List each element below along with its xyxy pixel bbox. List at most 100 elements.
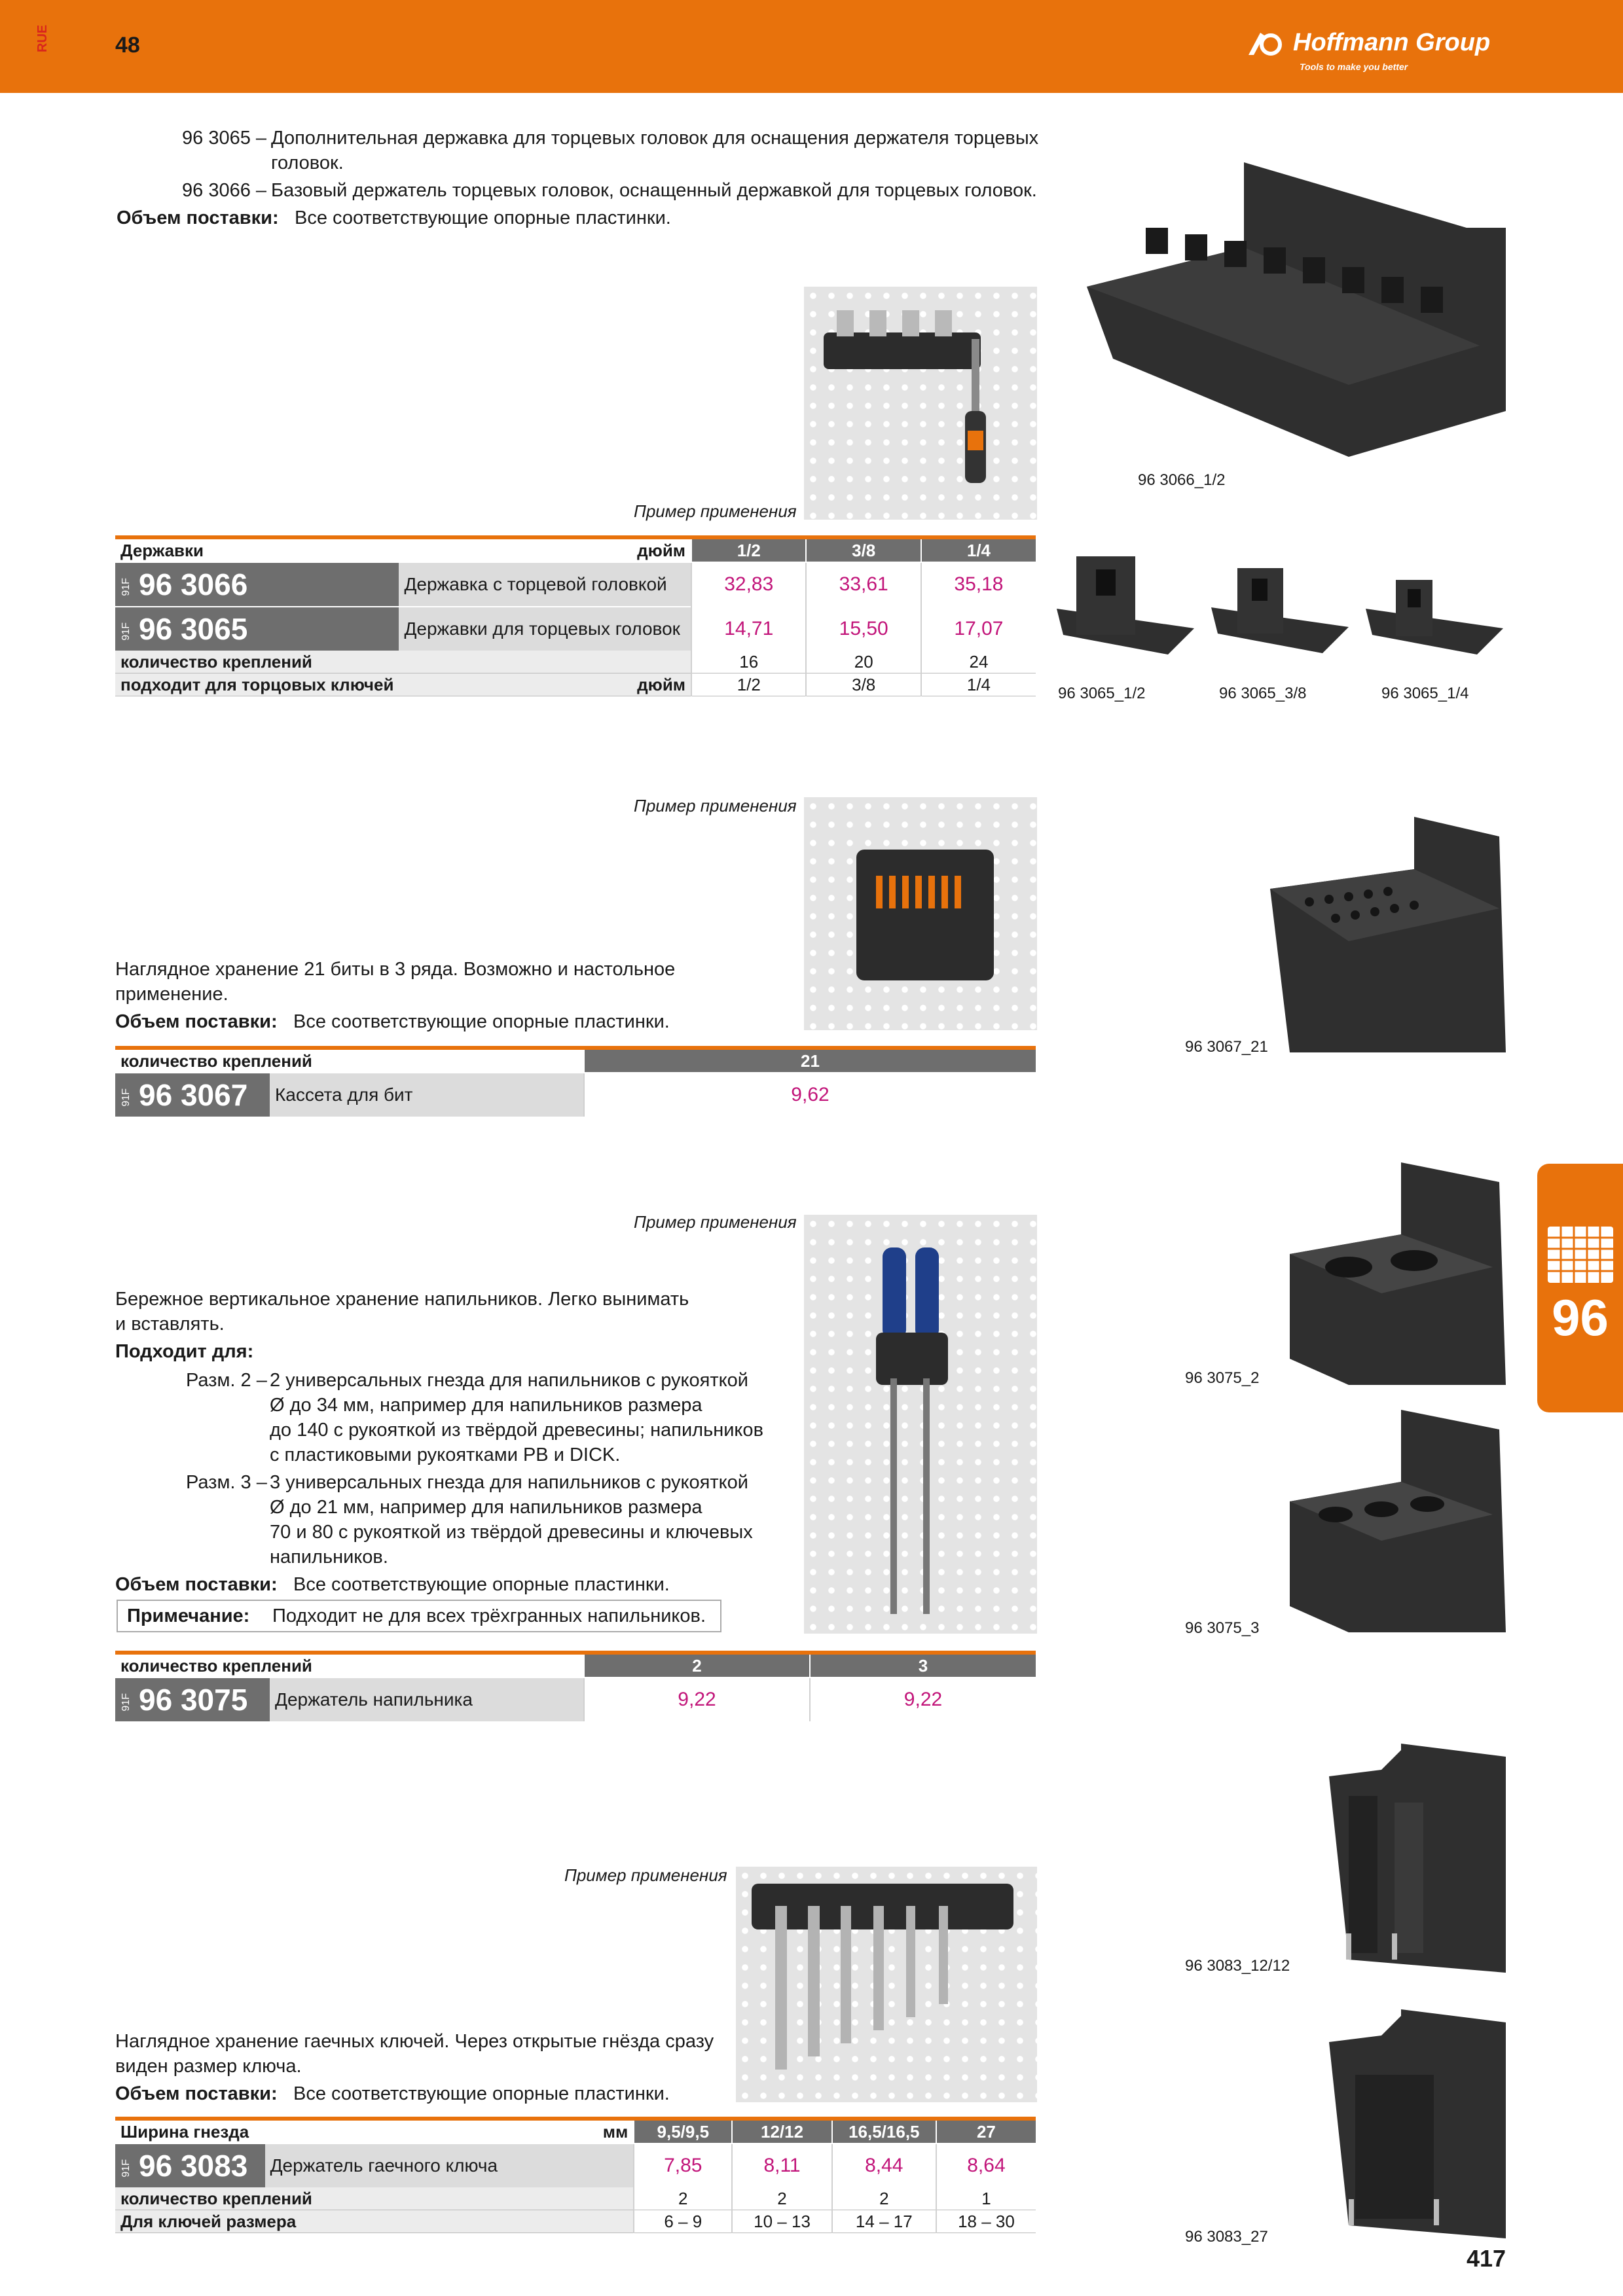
page-number-bottom: 417 (1467, 2245, 1506, 2272)
price-cell[interactable]: 8,64 (935, 2143, 1036, 2187)
s3-size3-label: Разм. 3 – (186, 1472, 267, 1493)
header-bar (0, 0, 1623, 93)
brand-logo[interactable]: Hoffmann Group Tools to make you better (1247, 29, 1490, 72)
s4-delivery-label: Объем поставки: (115, 2083, 278, 2104)
s2-img-code: 96 3067_21 (1185, 1038, 1268, 1056)
price-cell[interactable]: 9,62 (583, 1072, 1036, 1117)
article-number: 96 3083 (139, 2149, 248, 2183)
s3-size3-line-4: напильников. (270, 1547, 388, 1568)
price-cell[interactable]: 17,07 (920, 606, 1036, 651)
s3-size3-line-3: 70 и 80 с рукояткой из твёрдой древесины… (270, 1522, 753, 1543)
s1-example-caption: Пример применения (634, 501, 797, 521)
article-number-cell[interactable]: 91F 96 3075 (115, 1677, 270, 1721)
article-tag: 91F (120, 1088, 132, 1107)
sub-row-value: 2 (633, 2187, 733, 2210)
sub-row-value: 16 (691, 651, 807, 673)
s3-size2-line-2: Ø до 34 мм, например для напильников раз… (270, 1395, 702, 1416)
s1-application-photo (804, 287, 1037, 520)
s3-size3-line-2: Ø до 21 мм, например для напильников раз… (270, 1497, 702, 1518)
s4-img-code-2: 96 3083_27 (1185, 2228, 1268, 2246)
price-cell[interactable]: 15,50 (805, 606, 921, 651)
socket-holder-photo-icon (824, 310, 986, 483)
price-cell[interactable]: 7,85 (633, 2143, 733, 2187)
s3-size2-line-1: 2 универсальных гнезда для напильников с… (270, 1370, 748, 1391)
price-cell[interactable]: 14,71 (691, 606, 807, 651)
s1-delivery-text: Все соответствующие опорные пластинки. (295, 207, 671, 228)
s1-img-code-2: 96 3065_3/8 (1219, 685, 1307, 702)
s2-col-1: 21 (583, 1046, 1036, 1073)
bit-cassette-photo-icon (856, 850, 994, 980)
s3-text-2: и вставлять. (115, 1314, 225, 1335)
price-cell[interactable]: 9,22 (583, 1677, 810, 1721)
s3-fits-label: Подходит для: (115, 1341, 254, 1362)
s4-price-table: Ширина гнезда мм 9,5/9,5 12/12 16,5/16,5… (115, 2117, 1036, 2233)
socket-holder-3-8-icon (1211, 568, 1349, 653)
s3-img-code-1: 96 3075_2 (1185, 1369, 1260, 1387)
sub-row-value: 1 (935, 2187, 1036, 2210)
page-number-top: 48 (115, 33, 140, 58)
price-cell[interactable]: 35,18 (920, 562, 1036, 607)
article-tag: 91F (120, 1693, 132, 1712)
sub-row-value: 20 (805, 651, 921, 673)
s3-example-caption: Пример применения (634, 1212, 797, 1232)
chapter-tab[interactable]: 96 (1537, 1164, 1623, 1412)
s4-col-4: 27 (935, 2117, 1036, 2144)
price-cell[interactable]: 33,61 (805, 562, 921, 607)
sub-row-value: 1/4 (920, 673, 1036, 696)
file-holder-photo-icon (876, 1247, 948, 1614)
s1-line1-text: Дополнительная державка для торцевых гол… (271, 128, 1039, 149)
sub-row-label: количество креплений (115, 651, 692, 673)
price-cell[interactable]: 32,83 (691, 562, 807, 607)
s3-size2-label: Разм. 2 – (186, 1370, 267, 1391)
article-number: 96 3066 (139, 567, 248, 601)
s1-img-code-3: 96 3065_1/4 (1381, 685, 1469, 702)
s1-main-img-code: 96 3066_1/2 (1138, 471, 1226, 489)
s4-text-2: виден размер ключа. (115, 2056, 302, 2077)
s2-application-photo (804, 797, 1037, 1030)
s3-note-label: Примечание: (127, 1605, 250, 1626)
article-number: 96 3067 (139, 1078, 248, 1112)
brand-tagline: Tools to make you better (1300, 62, 1408, 72)
socket-rail-96-3066-icon (1087, 162, 1506, 457)
s2-table-header-label: количество креплений (115, 1046, 584, 1073)
socket-holder-1-2-icon (1057, 556, 1194, 655)
sub-row-unit: дюйм (399, 673, 692, 696)
s3-note-text: Подходит не для всех трёхгранных напильн… (272, 1605, 706, 1626)
socket-holder-1-4-icon (1366, 580, 1503, 655)
price-cell[interactable]: 9,22 (809, 1677, 1036, 1721)
grid-icon (1548, 1227, 1613, 1283)
article-description: Держатель напильника (270, 1677, 584, 1721)
article-description: Державка с торцевой головкой (399, 562, 692, 607)
brand-name: Hoffmann Group (1293, 29, 1491, 56)
sub-row-label: количество креплений (115, 2187, 634, 2210)
s3-delivery-text: Все соответствующие опорные пластинки. (293, 1574, 670, 1595)
s1-col-2: 3/8 (805, 535, 921, 562)
s3-delivery-label: Объем поставки: (115, 1574, 278, 1595)
s3-img-code-2: 96 3075_3 (1185, 1619, 1260, 1637)
sub-row-value: 24 (920, 651, 1036, 673)
s3-table-header-label: количество креплений (115, 1651, 584, 1677)
article-number-cell[interactable]: 91F 96 3067 (115, 1072, 270, 1117)
price-cell[interactable]: 8,44 (831, 2143, 936, 2187)
s3-size2-line-3: до 140 с рукояткой из твёрдой древесины;… (270, 1420, 763, 1441)
s1-col-1: 1/2 (691, 535, 807, 562)
s3-size3-line-1: 3 универсальных гнезда для напильников с… (270, 1472, 748, 1493)
s4-img-code-1: 96 3083_12/12 (1185, 1957, 1290, 1975)
sub-row-value: 2 (831, 2187, 936, 2210)
chapter-number: 96 (1552, 1289, 1609, 1346)
s3-text-1: Бережное вертикальное хранение напильник… (115, 1289, 689, 1310)
s4-delivery-text: Все соответствующие опорные пластинки. (293, 2083, 670, 2104)
article-description: Кассета для бит (270, 1072, 584, 1117)
article-description: Державки для торцевых головок (399, 606, 692, 651)
sub-row-label: подходит для торцовых ключей (115, 673, 399, 696)
s3-application-photo (804, 1215, 1037, 1634)
article-number: 96 3075 (139, 1683, 248, 1717)
s1-line1-text-cont: головок. (271, 152, 344, 173)
article-tag: 91F (120, 622, 132, 641)
price-cell[interactable]: 8,11 (731, 2143, 832, 2187)
s2-price-table: количество креплений 21 91F 96 3067 Кассе… (115, 1046, 1036, 1117)
